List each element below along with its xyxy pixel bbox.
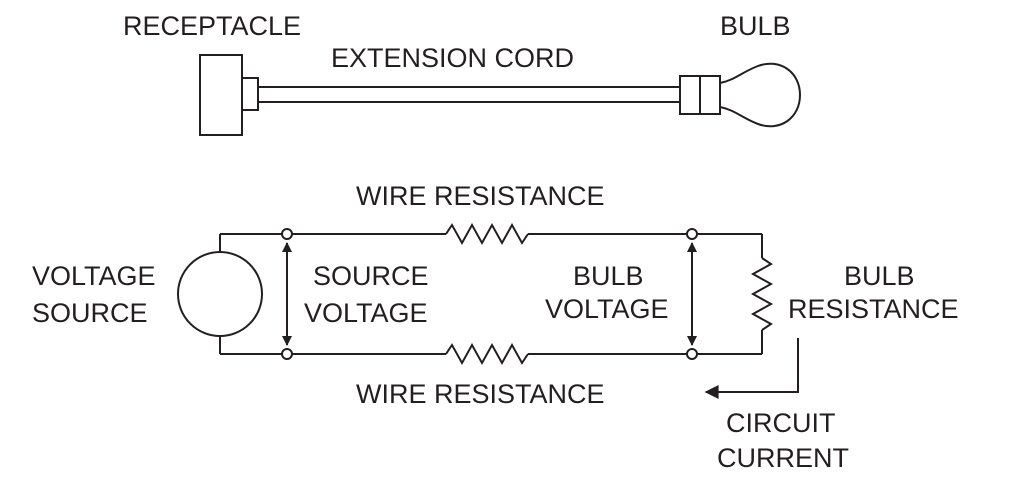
voltage-source-symbol [177,251,263,337]
bulb-resistance-label: BULB RESISTANCE [788,261,959,324]
top-wire-resistor [445,222,529,246]
node-bottom-left [281,348,293,360]
node-bottom-right [686,348,698,360]
circuit-schematic [177,222,799,399]
circuit-current-arrow [704,338,799,399]
node-top-right [686,228,698,240]
bulb-voltage-label: BULB VOLTAGE [545,261,669,324]
bulb-label: BULB [720,11,791,41]
extension-cord-label: EXTENSION CORD [331,43,574,73]
wire-resistance-top-label: WIRE RESISTANCE [356,181,605,211]
source-voltage-label: SOURCE VOLTAGE [304,261,436,328]
bulb-glass [719,62,802,128]
wire-resistance-bottom-label: WIRE RESISTANCE [356,379,605,409]
receptacle-label: RECEPTACLE [123,11,301,41]
circuit-current-label: CIRCUIT CURRENT [717,408,849,473]
bottom-wire-resistor [445,342,529,366]
receptacle-box [199,54,243,136]
bulb-resistor [750,257,774,331]
voltage-source-label: VOLTAGE SOURCE [32,261,163,328]
cord-plug [241,77,259,111]
extension-cord-illustration [199,54,802,136]
node-top-left [281,228,293,240]
